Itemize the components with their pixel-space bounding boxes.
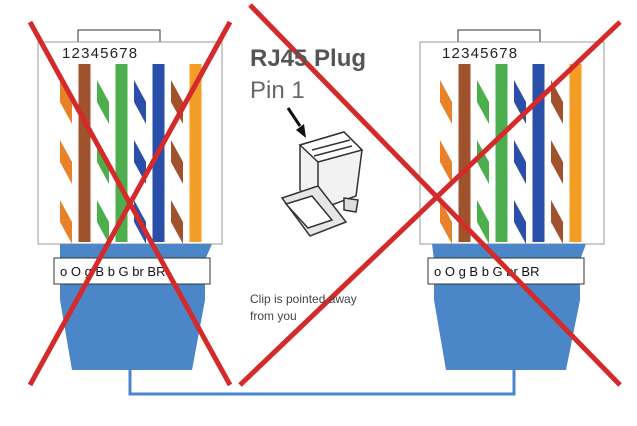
wire-7 bbox=[551, 64, 563, 244]
arrow-icon bbox=[286, 107, 306, 138]
right-wire-order-label: o O g B b G br BR bbox=[434, 264, 540, 279]
wire-1 bbox=[60, 64, 72, 244]
wire-5 bbox=[514, 64, 526, 244]
wire-1 bbox=[440, 64, 452, 244]
wire-5 bbox=[134, 64, 146, 244]
note-line-2: from you bbox=[250, 309, 297, 323]
right-connector: 12345678 o O g B b G br BR bbox=[238, 3, 622, 387]
wire-7 bbox=[171, 64, 183, 244]
wire-8 bbox=[569, 64, 582, 242]
wire-8 bbox=[189, 64, 202, 242]
right-wire-group bbox=[440, 64, 582, 244]
title: RJ45 Plug bbox=[250, 45, 366, 72]
rj45-plug-icon bbox=[280, 131, 364, 237]
left-cross-line-b bbox=[27, 20, 233, 387]
wire-2 bbox=[78, 64, 91, 242]
left-order-label-box bbox=[53, 257, 211, 285]
right-pin-numbers: 12345678 bbox=[442, 45, 518, 62]
right-cross-line-b bbox=[238, 20, 622, 387]
wire-3 bbox=[477, 64, 489, 244]
wire-2 bbox=[458, 64, 471, 242]
connecting-cable bbox=[128, 368, 516, 396]
left-connector: 12345678 o O g B b G br BR bbox=[27, 20, 233, 387]
left-pin-numbers: 12345678 bbox=[62, 45, 138, 62]
subtitle: Pin 1 bbox=[250, 77, 305, 104]
left-top-tab bbox=[77, 29, 161, 43]
wire-6 bbox=[532, 64, 545, 242]
note-line-1: Clip is pointed away bbox=[250, 292, 357, 306]
right-cross-line-a bbox=[248, 3, 622, 387]
right-top-tab bbox=[457, 29, 541, 43]
left-wire-order-label: o O g B b G br BR bbox=[60, 264, 166, 279]
wire-4 bbox=[495, 64, 508, 242]
